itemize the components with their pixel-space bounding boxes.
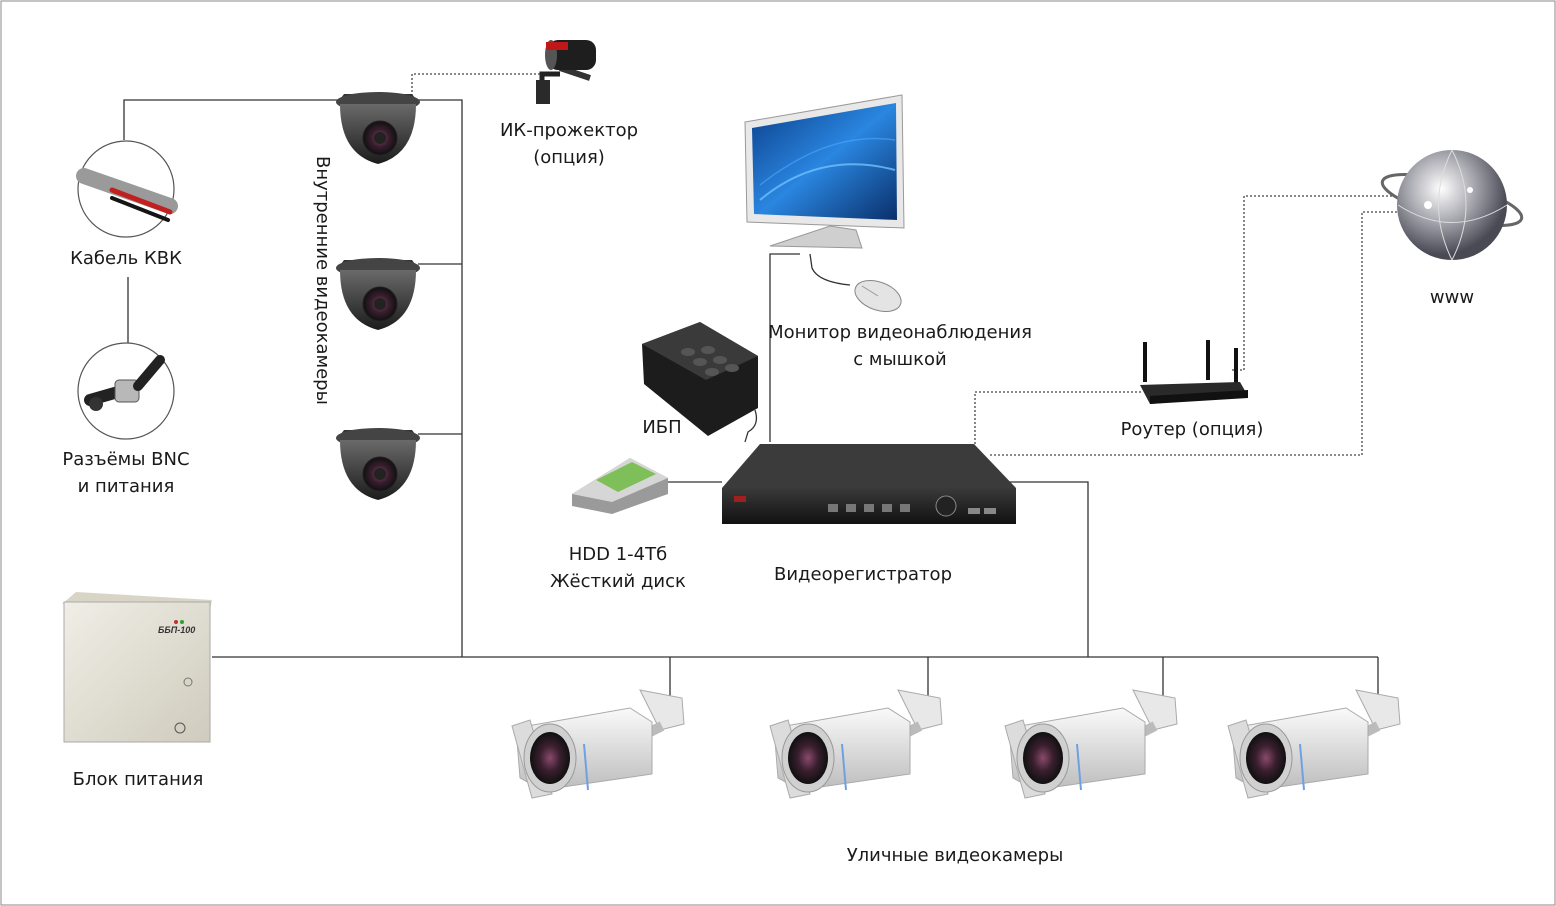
- dome-camera-icon: [336, 258, 420, 330]
- bnc-label: Разъёмы BNC и питания: [46, 446, 206, 500]
- solid-wires: [123, 99, 1379, 700]
- psu-plate-label: ББП-100: [158, 625, 195, 635]
- ir-projector-line1: ИК-прожектор: [499, 120, 639, 141]
- bullet-camera-icon: [769, 689, 943, 799]
- router-icon: [1140, 340, 1248, 404]
- power-supply-label: Блок питания: [66, 766, 210, 793]
- ups-icon: [642, 322, 758, 436]
- ir-projector-label: ИК-прожектор (опция): [484, 117, 654, 171]
- hdd-icon: [572, 458, 668, 514]
- dvr-icon: [722, 444, 1016, 524]
- monitor-icon: [744, 94, 905, 249]
- dome-camera-icon: [336, 428, 420, 500]
- hdd-label-line2: Жёсткий диск: [550, 571, 686, 592]
- router-label: Роутер (опция): [1110, 416, 1274, 443]
- power-supply-icon: [62, 592, 212, 743]
- bullet-camera-icon: [511, 689, 685, 799]
- globe-icon: [1380, 149, 1524, 261]
- ups-label: ИБП: [632, 414, 692, 441]
- monitor-label-line1: Монитор видеонаблюдения: [768, 322, 1032, 343]
- dvr-label-text: Видеорегистратор: [774, 564, 952, 585]
- hdd-label: HDD 1-4Тб Жёсткий диск: [540, 541, 696, 595]
- www-label-text: www: [1429, 287, 1475, 308]
- router-label-text: Роутер (опция): [1120, 419, 1264, 440]
- bnc-connector-icon: [77, 342, 175, 440]
- ir-projector-line2: (опция): [533, 147, 605, 168]
- dome-camera-icon: [336, 92, 420, 164]
- bnc-label-line1: Разъёмы BNC: [62, 449, 190, 470]
- dvr-label: Видеорегистратор: [772, 561, 954, 588]
- outdoor-cameras-label: Уличные видеокамеры: [822, 842, 1088, 869]
- ups-label-text: ИБП: [642, 417, 682, 438]
- bullet-camera-icon: [1227, 689, 1401, 799]
- outdoor-cameras-label-text: Уличные видеокамеры: [846, 845, 1064, 866]
- indoor-cameras-label: Внутренние видеокамеры: [312, 156, 333, 405]
- bullet-camera-icon: [1004, 689, 1178, 799]
- monitor-label: Монитор видеонаблюдения с мышкой: [760, 319, 1040, 373]
- ir-projector-icon: [536, 40, 596, 104]
- hdd-label-line1: HDD 1-4Тб: [568, 544, 668, 565]
- power-supply-label-text: Блок питания: [72, 769, 204, 790]
- cable-label: Кабель КВК: [56, 245, 196, 272]
- monitor-label-line2: с мышкой: [853, 349, 947, 370]
- www-label: www: [1412, 284, 1492, 311]
- bnc-label-line2: и питания: [77, 476, 175, 497]
- mouse-icon: [854, 279, 902, 313]
- cable-label-text: Кабель КВК: [70, 248, 182, 269]
- cable-icon: [76, 140, 178, 238]
